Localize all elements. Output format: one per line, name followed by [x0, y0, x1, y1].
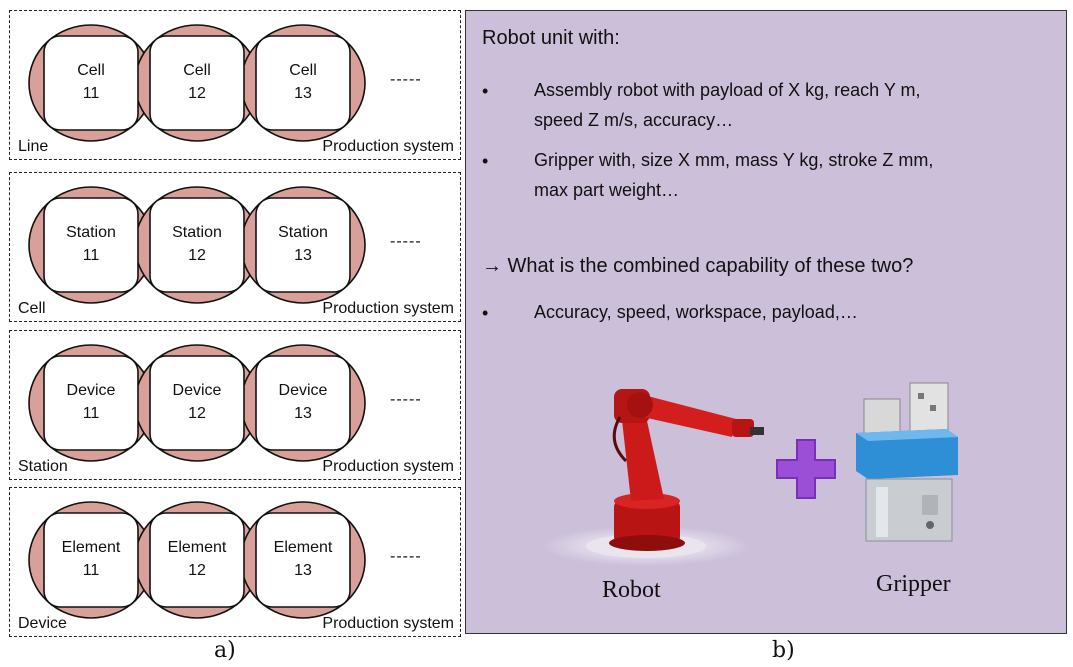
level-label: Station [18, 458, 68, 475]
cell-box [43, 35, 139, 131]
cell-box [149, 35, 245, 131]
caption-a: a) [214, 638, 236, 663]
system-label: Production system [322, 458, 454, 475]
cell-shapes [28, 186, 366, 304]
system-label: Production system [322, 138, 454, 155]
cell-shapes [28, 344, 366, 462]
ellipsis-dashes: ----- [390, 71, 422, 88]
caption-b: b) [772, 638, 795, 663]
panel-title: Robot unit with: [482, 27, 620, 49]
cell-box [149, 355, 245, 451]
cell-box [255, 512, 351, 608]
ellipsis-dashes: ----- [390, 233, 422, 250]
bullet-icon: • [482, 151, 489, 171]
gripper-icon [856, 382, 958, 542]
bullet-icon: • [482, 81, 489, 101]
cell-box [43, 355, 139, 451]
bullet-text-capability: Accuracy, speed, workspace, payload,… [534, 302, 858, 322]
gripper-label: Gripper [876, 571, 951, 597]
level-label: Line [18, 138, 49, 155]
cell-box [149, 512, 245, 608]
system-label: Production system [322, 615, 454, 632]
ellipsis-dashes: ----- [390, 391, 422, 408]
cell-box [255, 35, 351, 131]
level-label: Cell [18, 300, 46, 317]
bullet-text-gripper: Gripper with, size X mm, mass Y kg, stro… [534, 150, 934, 200]
bullet-text-robot: Assembly robot with payload of X kg, rea… [534, 80, 921, 130]
question-text: → What is the combined capability of the… [482, 255, 914, 277]
plus-icon [776, 439, 836, 499]
cell-box [255, 197, 351, 293]
robot-arm-icon [541, 389, 764, 566]
cell-shapes [28, 501, 366, 619]
system-label: Production system [322, 300, 454, 317]
level-label: Device [18, 615, 67, 632]
ellipsis-dashes: ----- [390, 548, 422, 565]
cell-shapes [28, 24, 366, 142]
cell-box [43, 512, 139, 608]
cell-box [43, 197, 139, 293]
robot-label: Robot [602, 577, 661, 603]
cell-box [149, 197, 245, 293]
bullet-icon: • [482, 303, 489, 323]
robot-unit-panel: Robot unit with: • Assembly robot with p… [465, 10, 1067, 634]
cell-box [255, 355, 351, 451]
